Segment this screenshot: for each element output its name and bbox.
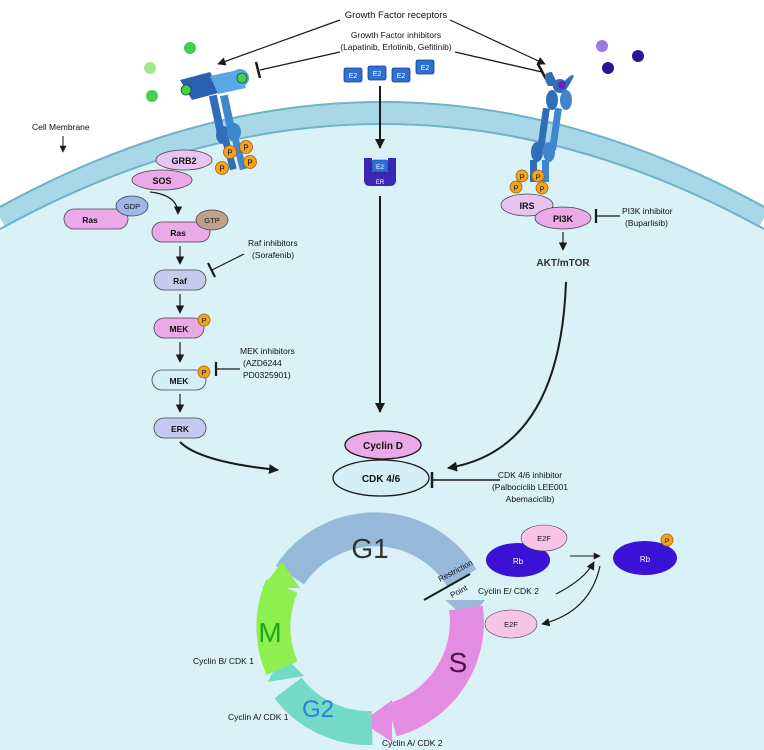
e2f-node-free	[484, 609, 538, 639]
svg-text:P: P	[535, 173, 540, 182]
svg-text:GDP: GDP	[124, 202, 140, 211]
estrogen-receptor: E2 ER	[364, 158, 396, 186]
raf-node	[153, 269, 207, 291]
g1-phase-arc	[275, 512, 477, 588]
s-phase-arc	[386, 605, 484, 737]
mek-node	[151, 369, 207, 391]
akt-mtor-label: AKT/mTOR	[536, 258, 590, 269]
g2-label: G2	[302, 696, 334, 723]
svg-text:Ras: Ras	[170, 228, 186, 238]
sos-node	[131, 169, 193, 191]
restriction-point-bar	[423, 573, 471, 601]
cell-cycle-ring	[256, 512, 485, 746]
growth-factor-receptor-left	[180, 69, 249, 171]
rb-node	[486, 543, 550, 577]
svg-text:P: P	[201, 316, 206, 325]
ligand-green	[146, 90, 158, 102]
grb2-label: GRB2	[171, 156, 196, 166]
ligand-purple	[632, 50, 644, 62]
growth-factor-receptors-label: Growth Factor receptors	[345, 10, 448, 21]
svg-text:Rb: Rb	[640, 555, 651, 564]
svg-text:MEK: MEK	[170, 376, 190, 386]
raf-inhibitors-label: Raf inhibitors	[248, 238, 298, 248]
gf-inhibitors-drugs: (Lapatinib, Erlotinib, Gefitinib)	[340, 42, 452, 52]
svg-text:Rb: Rb	[513, 557, 524, 566]
cdk46-inhibitor-label: CDK 4/6 inhibitor	[498, 470, 562, 480]
svg-text:P: P	[219, 165, 224, 174]
estrogen-molecules: E2 E2 E2 E2	[343, 59, 435, 83]
svg-text:GTP: GTP	[204, 216, 219, 225]
mek-drug-label-1: (AZD6244	[243, 358, 282, 368]
svg-text:Raf: Raf	[173, 276, 187, 286]
svg-text:P: P	[519, 173, 524, 182]
svg-text:E2: E2	[397, 73, 406, 80]
svg-text:PI3K: PI3K	[553, 214, 574, 224]
svg-text:E2: E2	[421, 65, 430, 72]
ligand-purple	[602, 62, 614, 74]
svg-text:Ras: Ras	[82, 215, 98, 225]
svg-text:P: P	[513, 184, 518, 193]
cyclin-b-cdk1-label: Cyclin B/ CDK 1	[193, 656, 254, 666]
svg-text:IRS: IRS	[519, 201, 534, 211]
raf-drug-label: (Sorafenib)	[252, 250, 294, 260]
e2f-node-bound	[520, 524, 568, 552]
svg-text:E2F: E2F	[504, 620, 518, 629]
rb-phosphorylated-node	[613, 541, 677, 575]
phospho-groups-left-receptor: P P P P	[215, 140, 257, 175]
m-phase-arc	[256, 579, 298, 675]
grb2-node	[155, 149, 213, 171]
s-label: S	[449, 647, 468, 678]
g2-phase-arc	[274, 677, 373, 746]
cyclin-d-label: Cyclin D	[363, 441, 403, 452]
ligand-green	[144, 62, 156, 74]
svg-text:P: P	[539, 185, 544, 194]
svg-text:E2F: E2F	[537, 534, 551, 543]
gf-inhibitors-label: Growth Factor inhibitors	[351, 30, 441, 40]
cyclin-a-cdk2-label: Cyclin A/ CDK 2	[382, 738, 443, 748]
gdp-node	[115, 195, 149, 217]
cyclin-a-cdk1-label: Cyclin A/ CDK 1	[228, 712, 289, 722]
pi3k-inhibitor-label: PI3K inhibitor	[622, 206, 673, 216]
svg-text:E2: E2	[349, 73, 358, 80]
svg-text:ER: ER	[376, 180, 385, 186]
cdk46-node	[332, 459, 430, 497]
svg-text:P: P	[247, 159, 252, 168]
cell-membrane-label: Cell Membrane	[32, 122, 90, 132]
svg-text:E2: E2	[376, 164, 384, 171]
cdk46-drug-label-2: Abemaciclib)	[506, 494, 555, 504]
svg-text:MEK: MEK	[170, 324, 190, 334]
svg-text:P: P	[201, 368, 206, 377]
growth-factor-receptor-right	[530, 72, 574, 182]
m-label: M	[258, 617, 281, 648]
mek-drug-label-2: PD0325901)	[243, 370, 291, 380]
pi3k-node	[534, 206, 592, 230]
erk-node	[153, 417, 207, 439]
sos-label: SOS	[152, 176, 171, 186]
cyclin-e-cdk2-label: Cyclin E/ CDK 2	[478, 586, 539, 596]
cell-membrane	[0, 102, 764, 228]
ligand-green	[184, 42, 196, 54]
pi3k-drug-label: (Buparlisib)	[625, 218, 668, 228]
svg-text:P: P	[665, 538, 669, 545]
cyclin-d-node	[344, 430, 422, 460]
g1-label: G1	[351, 533, 388, 564]
irs-node	[500, 193, 554, 217]
svg-text:P: P	[243, 144, 248, 153]
ras-gdp-node	[63, 208, 129, 230]
ligand-purple	[596, 40, 608, 52]
svg-text:P: P	[227, 149, 232, 158]
phospho-groups-right-receptor: P P P P	[509, 169, 549, 195]
svg-text:ERK: ERK	[171, 424, 190, 434]
mek-node-phosphorylated	[153, 317, 205, 339]
mek-inhibitors-label: MEK inhibitors	[240, 346, 295, 356]
cdk46-drug-label-1: (Palbociclib LEE001	[492, 482, 568, 492]
svg-text:E2: E2	[373, 71, 382, 78]
cdk46-label: CDK 4/6	[362, 474, 401, 485]
gtp-node	[195, 209, 229, 231]
ras-gtp-node	[151, 221, 211, 243]
